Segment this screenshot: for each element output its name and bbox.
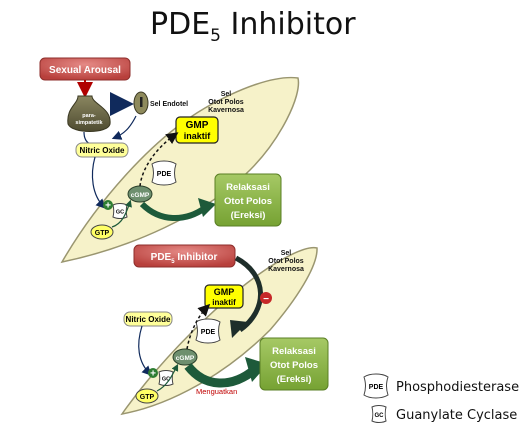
cgmp-node-bottom: cGMP — [172, 348, 198, 366]
svg-text:Kavernosa: Kavernosa — [208, 107, 244, 114]
svg-text:Otot Polos: Otot Polos — [224, 196, 272, 207]
nitric-oxide-box-top: Nitric Oxide — [75, 142, 129, 158]
gtp-to-cgmp-arrow-bottom — [156, 363, 179, 392]
svg-text:Otot Polos: Otot Polos — [270, 360, 318, 371]
gc-legend-icon — [371, 405, 387, 423]
svg-text:Relaksasi: Relaksasi — [272, 346, 316, 357]
svg-text:Sel Endotel: Sel Endotel — [150, 101, 188, 108]
minus-badge: − — [260, 292, 272, 305]
menguatkan-label: Menguatkan — [196, 387, 237, 396]
gmp-inaktif-box-bottom: GMP inaktif — [204, 284, 244, 309]
svg-text:cGMP: cGMP — [176, 355, 195, 362]
cgmp-to-gmp-arrow-bottom — [186, 303, 211, 350]
gc-enzyme-bottom: GC — [158, 370, 174, 386]
svg-text:GC: GC — [162, 377, 170, 383]
svg-text:GMP: GMP — [214, 287, 235, 297]
svg-text:(Ereksi): (Ereksi) — [231, 210, 266, 221]
svg-text:para-: para- — [82, 113, 96, 119]
legend-pde-label: Phosphodiesterase — [396, 380, 519, 395]
relaxation-box-top: Relaksasi Otot Polos (Ereksi) — [214, 173, 282, 227]
svg-text:+: + — [150, 369, 156, 380]
legend-gc-label: Guanylate Cyclase — [396, 408, 517, 423]
svg-text:PDE5 Inhibitor: PDE5 Inhibitor — [151, 252, 218, 265]
relaxation-box-bottom: Relaksasi Otot Polos (Ereksi) — [259, 337, 329, 391]
cgmp-to-gmp-arrow-top — [139, 132, 179, 187]
pde-legend-icon — [363, 373, 389, 399]
svg-text:PDE: PDE — [157, 171, 172, 178]
svg-text:Otot Polos: Otot Polos — [268, 258, 303, 265]
cgmp-node-top: cGMP — [127, 185, 153, 203]
sexual-arousal-box: Sexual Arousal — [39, 57, 131, 81]
page-title: PDE5 Inhibitor — [150, 7, 356, 46]
gtp-node-bottom: GTP — [135, 388, 159, 404]
svg-text:cGMP: cGMP — [131, 192, 150, 199]
no-to-gc-arrow-bottom — [138, 325, 152, 376]
plus-badge-top: + — [103, 200, 113, 212]
svg-text:PDE: PDE — [369, 384, 384, 391]
svg-text:GC: GC — [375, 413, 385, 419]
nerve-to-no-line — [83, 131, 91, 145]
svg-text:GMP: GMP — [186, 120, 209, 131]
svg-text:Relaksasi: Relaksasi — [226, 182, 270, 193]
svg-text:Sel: Sel — [221, 91, 232, 98]
parasympathetic-nerve: para- simpatetik — [67, 95, 111, 132]
svg-text:inaktif: inaktif — [184, 131, 212, 141]
gmp-inaktif-box-top: GMP inaktif — [175, 116, 219, 144]
relaxation-arrowhead-top — [198, 198, 216, 217]
svg-text:Sel: Sel — [281, 250, 292, 257]
svg-text:Kavernosa: Kavernosa — [268, 266, 304, 273]
svg-text:PDE: PDE — [201, 329, 216, 336]
cell-label-top: Sel Otot Polos Kavernosa — [208, 91, 244, 114]
pde5-inhibitor-box: PDE5 Inhibitor — [133, 244, 236, 268]
svg-text:GTP: GTP — [95, 230, 110, 237]
inhibitor-arrowhead — [230, 320, 248, 338]
gc-enzyme-top: GC — [112, 203, 128, 219]
svg-text:inaktif: inaktif — [212, 298, 236, 307]
svg-text:GTP: GTP — [140, 394, 155, 401]
svg-text:Nitric Oxide: Nitric Oxide — [80, 146, 125, 155]
plus-badge-bottom: + — [148, 368, 158, 380]
legend-gc: GC Guanylate Cyclase — [371, 405, 517, 423]
svg-text:GC: GC — [116, 210, 124, 216]
cell-label-bottom: Sel Otot Polos Kavernosa — [268, 250, 304, 273]
pde-enzyme-top: PDE — [151, 160, 177, 186]
svg-text:+: + — [105, 201, 111, 212]
sexual-arousal-label: Sexual Arousal — [49, 65, 121, 76]
svg-text:Otot Polos: Otot Polos — [208, 99, 243, 106]
nitric-oxide-box-bottom: Nitric Oxide — [123, 311, 173, 327]
svg-text:simpatetik: simpatetik — [75, 120, 103, 126]
endothelial-cell: Sel Endotel — [133, 91, 188, 115]
no-to-gc-arrow-top — [91, 156, 106, 209]
svg-text:−: − — [263, 294, 269, 305]
endotel-to-no-arrow — [111, 115, 137, 140]
legend-pde: PDE Phosphodiesterase — [363, 373, 519, 399]
pde-enzyme-bottom: PDE — [195, 318, 221, 344]
cgmp-to-relaxation-arrow-top — [139, 201, 207, 222]
svg-text:(Ereksi): (Ereksi) — [277, 374, 312, 385]
inhibitor-to-pde-arrow — [234, 255, 263, 333]
gtp-node-top: GTP — [90, 224, 114, 240]
svg-text:Nitric Oxide: Nitric Oxide — [126, 315, 171, 324]
gtp-to-cgmp-arrow-top — [111, 199, 132, 228]
cgmp-to-relaxation-arrow-bottom — [184, 363, 257, 388]
